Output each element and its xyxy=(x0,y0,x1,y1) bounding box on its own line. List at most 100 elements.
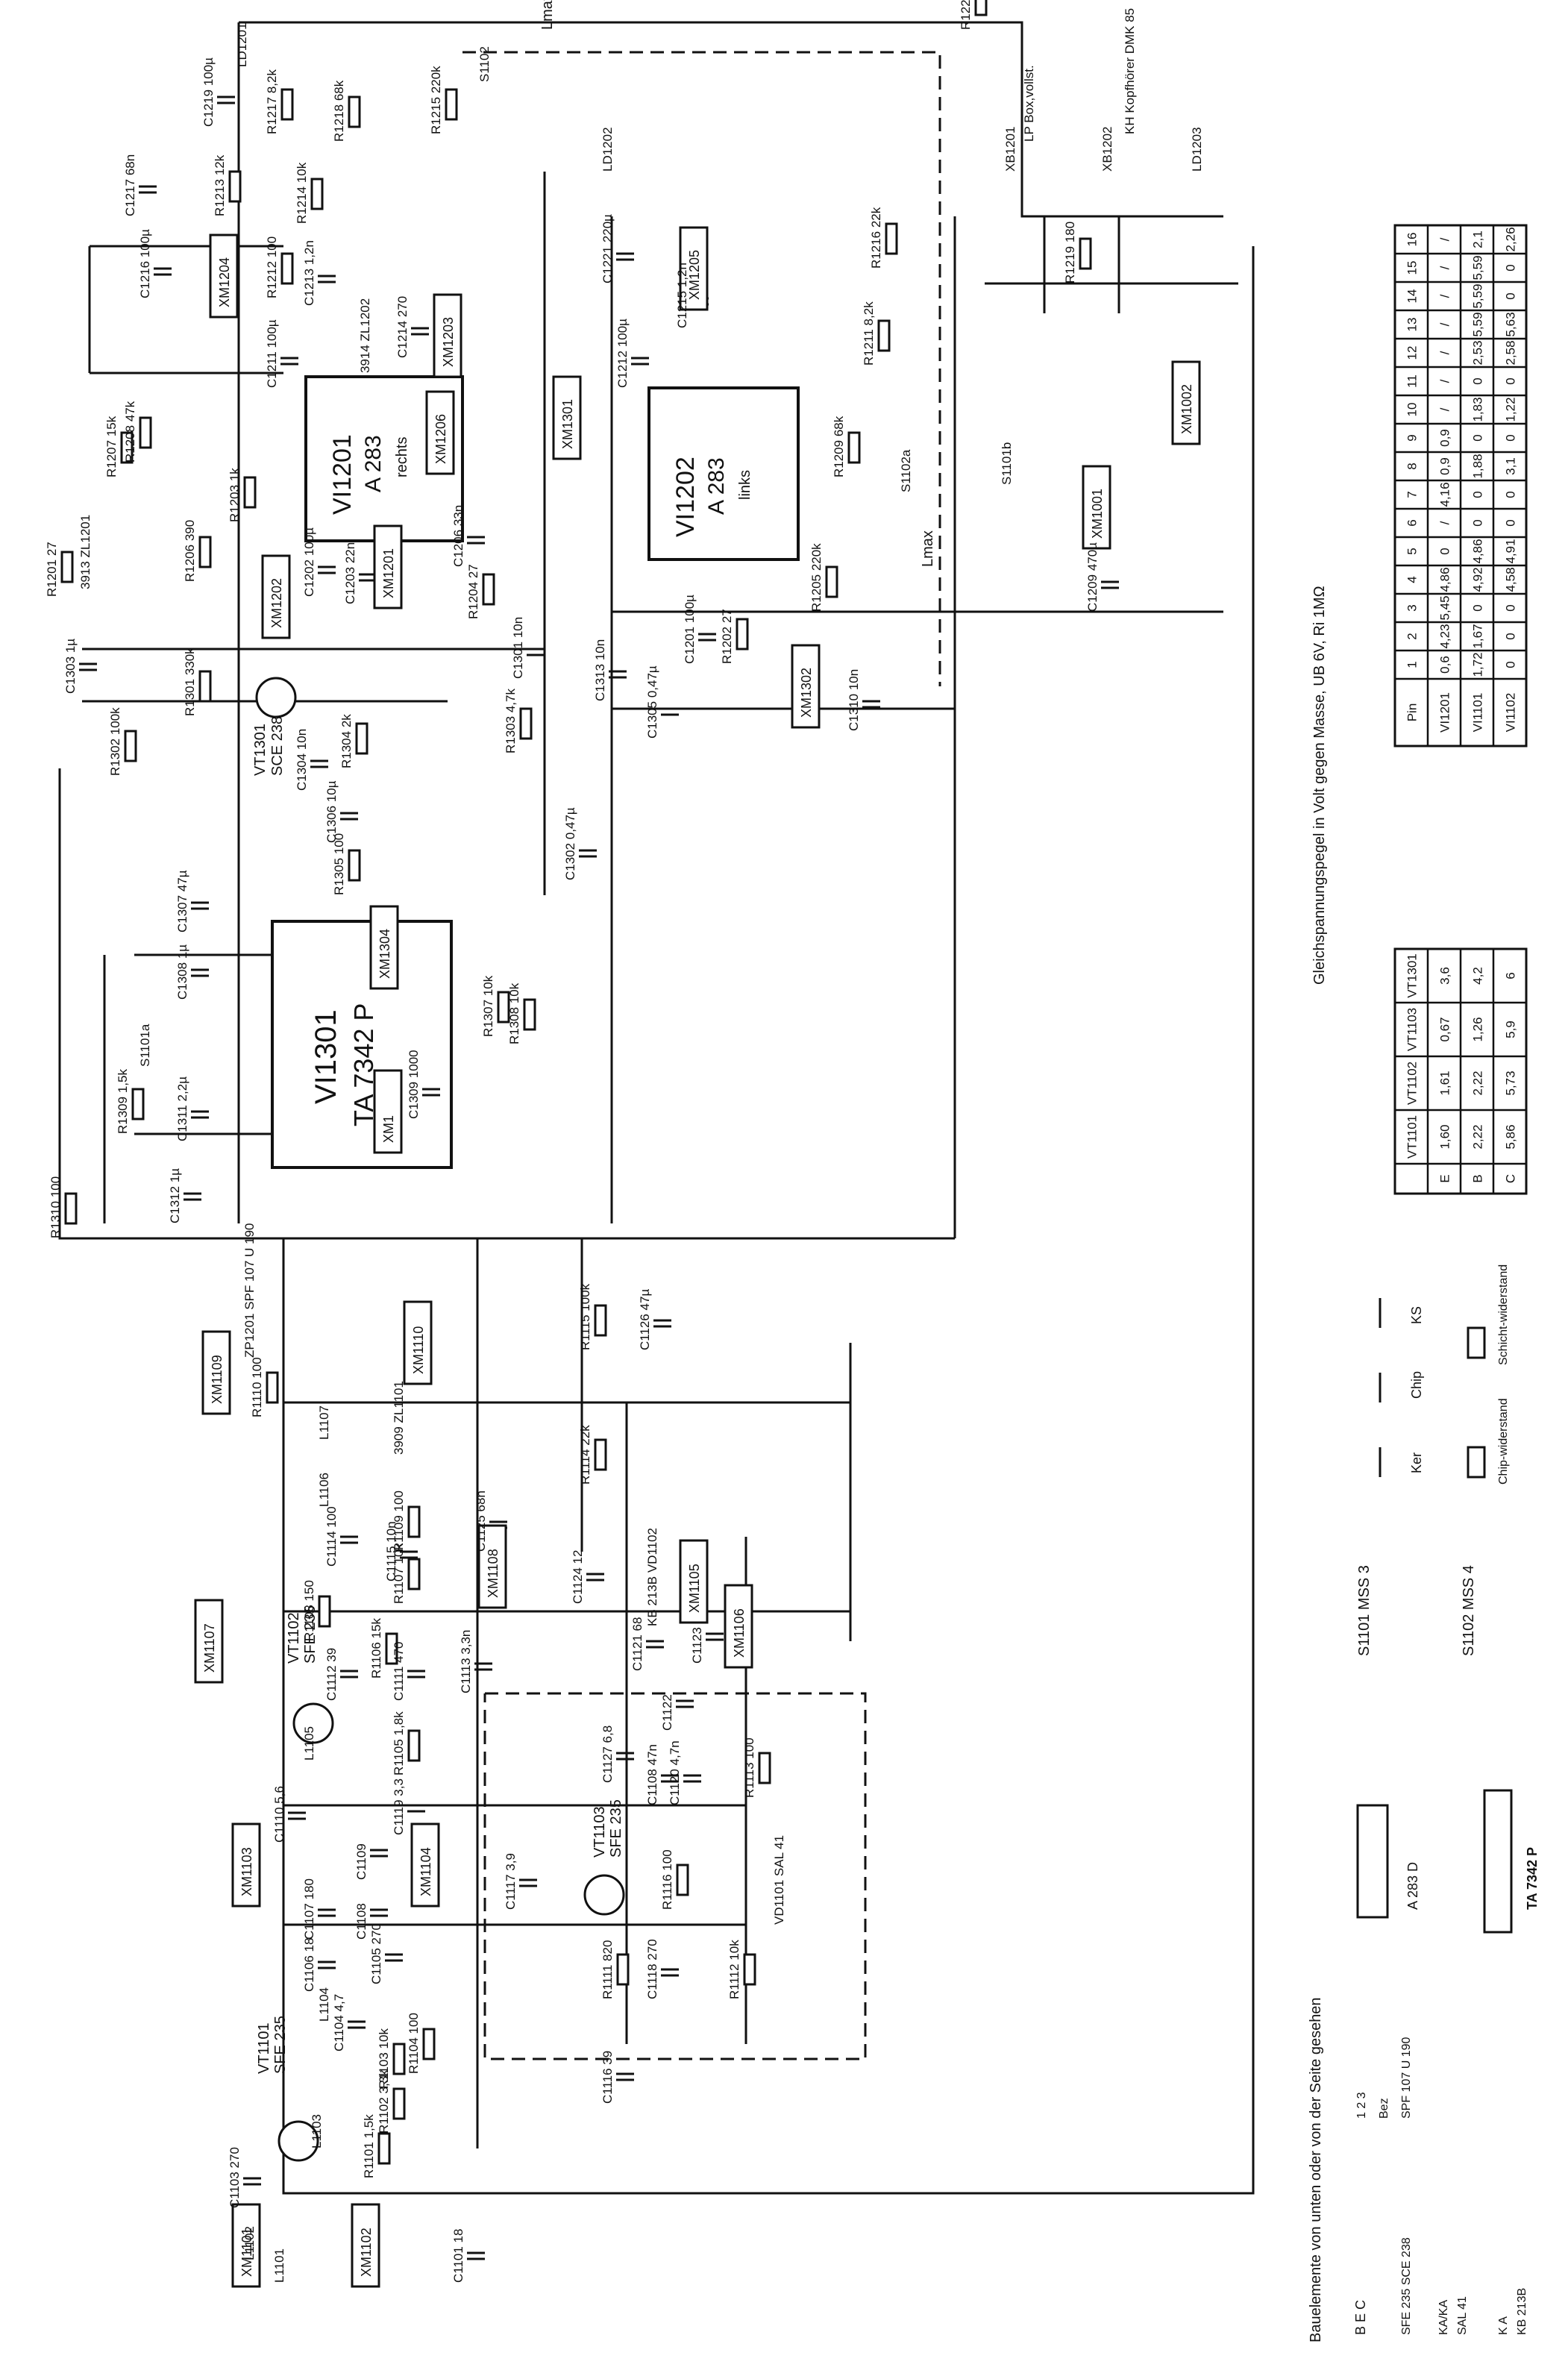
component-l1106: L1106 xyxy=(317,1473,331,1507)
umax-top-label: Lmax xyxy=(539,0,556,30)
component-l1101: L1101 xyxy=(272,2248,286,2283)
component-c1122: C1122 xyxy=(660,1694,674,1731)
testpoint-label: XM1101 xyxy=(239,2228,254,2277)
component-r1310: R1310 100 xyxy=(48,1176,63,1238)
volt-cell: 0 xyxy=(1471,434,1485,441)
volt-cell: 2,53 xyxy=(1471,340,1485,365)
vt1102-ref: VT1102 xyxy=(286,1612,302,1664)
ic-vi1202-side: links xyxy=(737,470,753,500)
wiring xyxy=(58,21,1255,2195)
component-c1108b: C1108 47n xyxy=(645,1744,659,1805)
component-c1215: C1215 1,2n xyxy=(675,263,689,328)
component-c1217: C1217 68n xyxy=(123,154,137,216)
vt-cell: 2,22 xyxy=(1471,1071,1485,1095)
vt-cell: 2,22 xyxy=(1471,1124,1485,1149)
component-r1302: R1302 100k xyxy=(108,707,122,776)
vt-cell: E xyxy=(1438,1174,1452,1182)
testpoint-label: XM1 xyxy=(381,1115,396,1143)
component-r1219: R1219 180 xyxy=(1063,222,1077,283)
component-r1103: R1103 10k xyxy=(377,2028,391,2089)
volt-cell: 4,92 xyxy=(1471,567,1485,592)
component-c1306: C1306 10µ xyxy=(324,780,339,843)
component-r1303: R1303 4,7k xyxy=(504,689,518,753)
voltage-table: Pin12345678910111213141516VI12010,64,235… xyxy=(1393,224,1528,747)
vt1301-symbol xyxy=(255,677,297,718)
volt-cell: 5,59 xyxy=(1471,255,1485,280)
ic-labels: VI1201 A 283 rechts VI1202 A 283 links V… xyxy=(310,434,753,1126)
volt-cell: 1,83 xyxy=(1471,397,1485,421)
volt-cell: Pin xyxy=(1405,703,1420,722)
component-c1105: C1105 270 xyxy=(369,1923,383,1984)
component-c1103: C1103 270 xyxy=(228,2147,242,2208)
component-r1104: R1104 100 xyxy=(407,2013,421,2074)
component-r1307: R1307 10k xyxy=(481,975,495,1037)
component-c1118: C1118 270 xyxy=(645,1939,659,1999)
component-c1106: C1106 18 xyxy=(302,1938,316,1992)
testpoint-xm1104: XM1104 xyxy=(410,1822,440,1908)
testpoint-xm1103: XM1103 xyxy=(231,1822,261,1908)
component-c1120: C1120 4,7n xyxy=(668,1740,682,1805)
component-c1214: C1214 270 xyxy=(395,296,410,358)
vt1103-ref: VT1103 xyxy=(592,1806,608,1858)
volt-cell: 0,6 xyxy=(1438,656,1452,674)
volt-cell: / xyxy=(1438,521,1452,524)
testpoint-label: XM1106 xyxy=(732,1608,747,1658)
vt-cell: VT1101 xyxy=(1405,1115,1420,1159)
volt-cell: 1,72 xyxy=(1471,652,1485,677)
component-legend: KS Chip Ker Schicht-widerstand Chip-wide… xyxy=(1308,1264,1540,2342)
component-r1216: R1216 22k xyxy=(869,207,883,269)
component-c1101: C1101 18 xyxy=(451,2229,465,2283)
vt1103-type: SFE 235 xyxy=(608,1799,624,1858)
component-c1211: C1211 100µ xyxy=(265,319,279,388)
component-c1313: C1313 10n xyxy=(593,639,607,701)
volt-cell: 1,88 xyxy=(1471,454,1485,478)
component-c1124: C1124 12 xyxy=(571,1550,585,1604)
testpoint-xm1301: XM1301 xyxy=(552,375,582,460)
volt-cell: 13 xyxy=(1405,318,1420,332)
volt-cell: 4,86 xyxy=(1471,539,1485,563)
volt-cell: 0 xyxy=(1438,548,1452,554)
volt-cell: 0,9 xyxy=(1438,429,1452,447)
testpoint-xm1304: XM1304 xyxy=(369,905,399,990)
voltage-table-title: Gleichspannungspegel in Volt gegen Masse… xyxy=(1311,586,1328,985)
testpoint-label: XM1104 xyxy=(418,1847,433,1896)
volt-cell: / xyxy=(1438,322,1452,326)
component-r1202: R1202 27 xyxy=(720,609,734,664)
component-r1107: R1107 10k xyxy=(392,1543,406,1604)
component-r1116: R1116 100 xyxy=(660,1849,674,1910)
component-r1205: R1205 220k xyxy=(809,543,824,612)
component-r1304: R1304 2k xyxy=(339,714,354,768)
component-ld1203: LD1203 xyxy=(1190,127,1204,172)
component-r1218: R1218 68k xyxy=(332,80,346,142)
component-c1104: C1104 4,7 xyxy=(332,1994,346,2052)
volt-cell: 0 xyxy=(1504,661,1518,668)
component-c1201: C1201 100µ xyxy=(683,595,697,664)
volt-cell: 4 xyxy=(1405,576,1420,583)
vt-cell: 4,2 xyxy=(1471,967,1485,985)
volt-cell: 0,9 xyxy=(1438,457,1452,475)
component-l1105: L1105 xyxy=(302,1726,316,1761)
component-c1202: C1202 100µ xyxy=(302,527,316,597)
volt-cell: 0 xyxy=(1471,519,1485,526)
volt-cell: 0 xyxy=(1504,292,1518,299)
component-s1102a: S1102a xyxy=(899,449,913,492)
volt-cell: / xyxy=(1438,407,1452,411)
volt-cell: 0 xyxy=(1471,491,1485,498)
volt-cell: 4,16 xyxy=(1438,482,1452,507)
parts-legend-ka: K A xyxy=(1497,2316,1510,2335)
volt-cell: VI1102 xyxy=(1504,693,1518,733)
volt-cell: 4,91 xyxy=(1504,539,1518,563)
testpoint-label: XM1203 xyxy=(441,317,456,367)
vt1101-symbol xyxy=(277,2120,319,2162)
component-c1123: C1123 xyxy=(690,1627,704,1664)
component-l1103: L1103 xyxy=(310,2114,324,2148)
volt-cell: 9 xyxy=(1405,434,1420,441)
component-c1108: C1108 xyxy=(354,1903,369,1940)
component-c1303: C1303 1µ xyxy=(63,639,78,694)
vt-cell: 1,60 xyxy=(1438,1124,1452,1149)
testpoint-label: XM1201 xyxy=(381,548,396,598)
ic-vi1301-ref: VI1301 xyxy=(310,1009,342,1104)
component-r1309: R1309 1,5k xyxy=(116,1069,130,1134)
component-c1301: C1301 10n xyxy=(511,617,525,679)
vt-cell: C xyxy=(1504,1174,1518,1183)
